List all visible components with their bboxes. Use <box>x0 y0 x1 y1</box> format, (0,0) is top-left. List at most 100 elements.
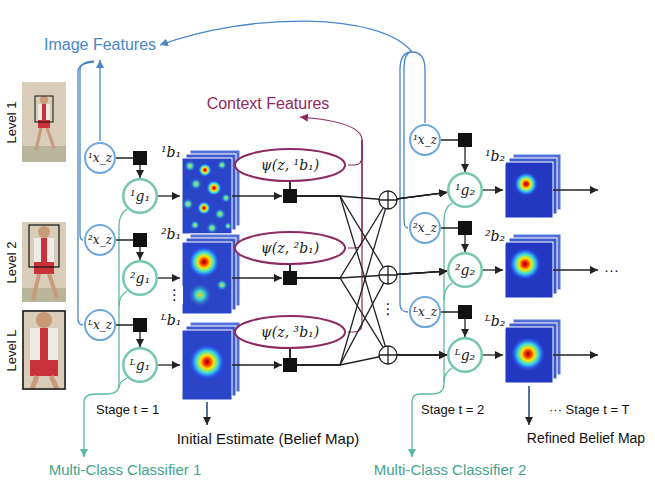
node-text: ²x_z <box>88 233 112 247</box>
ellipse-outline <box>235 232 345 264</box>
classifier-circle: ᴸg₁ <box>122 347 158 383</box>
classifier-line <box>119 378 127 388</box>
context-ellipse: ψ(z, ¹b₁) <box>234 148 346 182</box>
map-label: ²b₁ <box>160 226 182 242</box>
node-label: ᴸg₂ <box>455 347 475 363</box>
map-label: ¹b₂ <box>484 148 506 164</box>
node-text: ᴸg₂ <box>455 347 475 363</box>
classifier-circle: ¹g₁ <box>122 178 158 214</box>
belief-map <box>217 160 227 170</box>
circle-outline <box>123 261 157 295</box>
node-text: ¹g₂ <box>455 182 475 198</box>
player-photo <box>38 226 50 238</box>
belief-map <box>224 222 232 230</box>
node-text: ²g₂ <box>455 262 475 278</box>
belief-map <box>514 172 538 196</box>
ellipse-outline <box>235 316 345 348</box>
player-photo <box>38 104 50 120</box>
node-label: ψ(z, ¹b₁) <box>261 157 319 173</box>
player-photo <box>22 310 66 390</box>
circle-outline <box>410 125 440 155</box>
player-photo <box>32 376 37 389</box>
belief-map <box>198 163 212 177</box>
belief-map <box>190 220 200 230</box>
flow-arrow <box>483 354 503 355</box>
player-photo <box>49 274 57 298</box>
section-label: Context Features <box>206 95 331 113</box>
belief-map <box>182 150 240 234</box>
classifier-label: Multi-Class Classifier 1 <box>48 461 203 478</box>
player-photo <box>34 262 54 274</box>
classifier-line <box>119 209 127 226</box>
map-label: ²b₂ <box>484 228 506 244</box>
feature-circle: ²x_z <box>409 212 441 244</box>
player-photo <box>34 238 54 262</box>
belief-map <box>505 162 553 218</box>
feature-square <box>458 305 472 319</box>
circle-outline <box>123 348 157 382</box>
sum-symbol <box>379 191 397 209</box>
stage-label: Stage t = 1 <box>95 402 160 417</box>
flow-arrow <box>232 277 282 278</box>
player-photo <box>29 225 59 267</box>
node-text: ψ(z, ³b₁) <box>261 324 319 340</box>
node-text: ¹g₁ <box>130 188 150 204</box>
node-label: ¹g₁ <box>130 188 150 204</box>
image-feature-line <box>412 52 425 123</box>
belief-map <box>511 337 545 371</box>
flow-arrow <box>553 189 598 190</box>
player-photo <box>22 222 66 302</box>
flow-arrow <box>158 364 180 365</box>
feature-square <box>458 133 472 147</box>
node-text: ψ(z, ²b₁) <box>261 240 319 256</box>
feature-circle: ¹x_z <box>84 142 116 174</box>
circle-outline <box>85 310 115 340</box>
classifier-label: Multi-Class Classifier 2 <box>373 461 528 478</box>
sum-symbol <box>379 266 397 284</box>
classifier-circle: ²g₁ <box>122 260 158 296</box>
player-photo <box>23 311 65 389</box>
node-label: ¹g₂ <box>455 182 475 198</box>
feature-square <box>133 233 147 247</box>
circle-outline <box>410 213 440 243</box>
node-label: ¹x_z <box>88 151 112 165</box>
stage-label: ··· Stage t = T <box>548 402 630 417</box>
circle-outline <box>85 225 115 255</box>
level-label: Level L <box>5 328 20 372</box>
node-label: ²g₁ <box>130 270 150 286</box>
node-text: ᴸx_z <box>413 305 437 319</box>
player-photo <box>22 288 66 302</box>
belief-map <box>216 279 228 291</box>
flow-arrow <box>483 269 503 270</box>
node-text: ψ(z, ¹b₁) <box>261 157 319 173</box>
belief-map <box>221 193 231 203</box>
node-text: ²x_z <box>413 221 437 235</box>
node-label: ²x_z <box>88 233 112 247</box>
context-feature-line <box>348 140 362 248</box>
feature-square <box>458 221 472 235</box>
circle-outline <box>85 143 115 173</box>
node-label: ᴸx_z <box>413 305 437 319</box>
belief-map <box>505 327 553 383</box>
belief-map <box>505 154 561 218</box>
flow-arrow <box>158 195 180 196</box>
classifier-line <box>412 220 444 457</box>
output-label: Refined Belief Map <box>526 430 646 446</box>
belief-map <box>509 248 541 280</box>
image-feature-line <box>160 21 412 52</box>
feature-circle: ᴸx_z <box>409 296 441 328</box>
image-feature-line <box>78 21 425 325</box>
circle-outline <box>448 338 482 372</box>
belief-map <box>184 160 196 172</box>
node-text: ¹x_z <box>88 151 112 165</box>
player-photo <box>22 222 66 302</box>
player-photo <box>33 274 39 300</box>
feature-circle: ᴸx_z <box>84 309 116 341</box>
classifier-line <box>84 203 452 457</box>
player-photo <box>40 328 48 360</box>
player-photo <box>38 120 50 128</box>
feature-circle: ²x_z <box>84 224 116 256</box>
map-label: ᴸb₂ <box>484 313 506 329</box>
section-label: Image Features <box>43 36 157 54</box>
belief-map <box>182 158 232 234</box>
